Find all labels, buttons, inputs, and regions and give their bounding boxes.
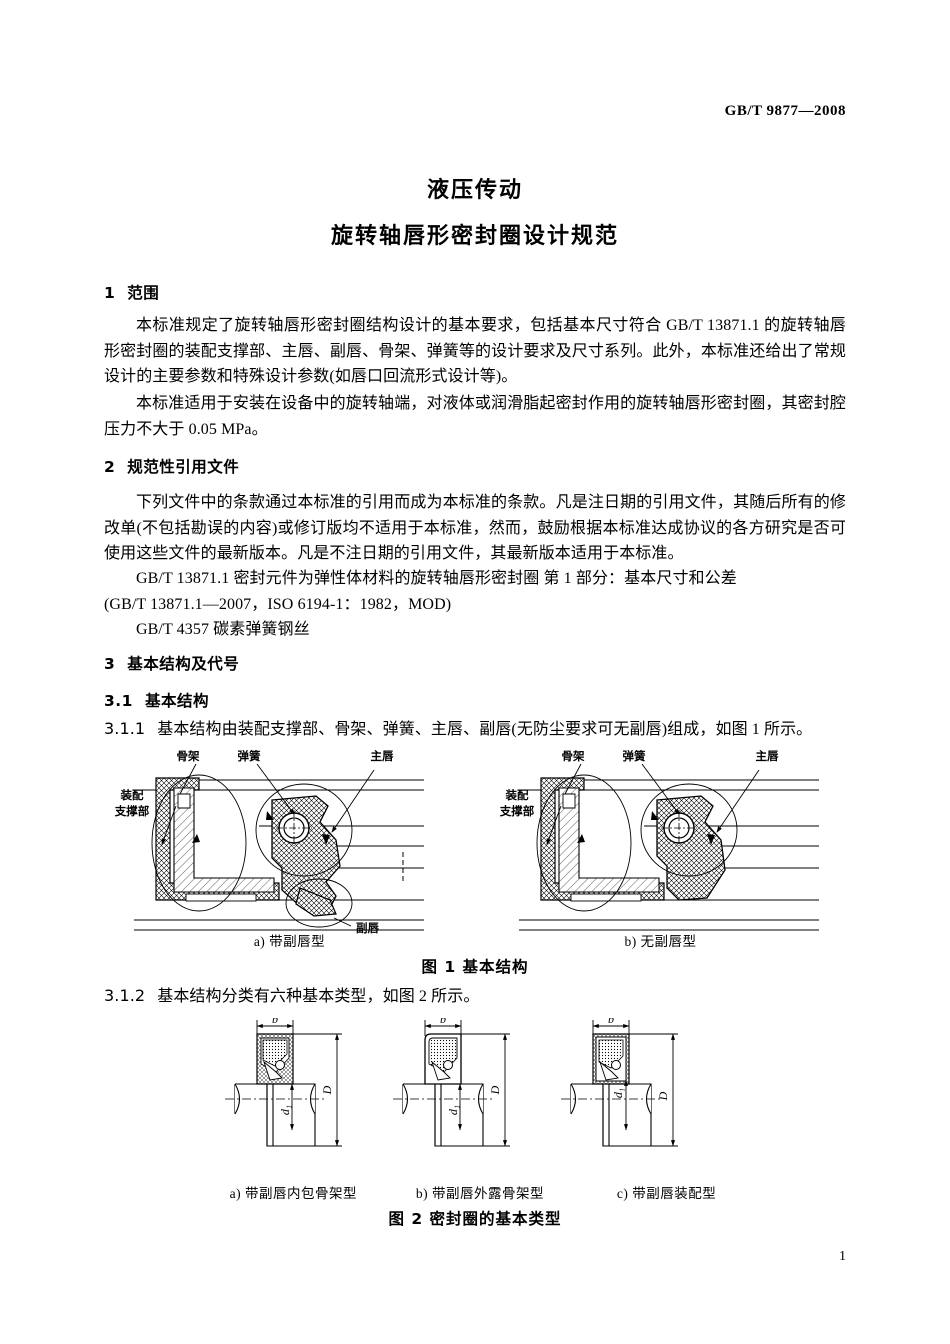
section-1-para-2-wrap: 本标准适用于安装在设备中的旋转轴端，对液体或润滑脂起密封作用的旋转轴唇形密封圈，… <box>104 391 846 442</box>
figure-1a-label-aux-lip: 副唇 <box>356 921 379 935</box>
section-3-heading: 3 基本结构及代号 <box>104 652 846 674</box>
document-title: 液压传动 旋转轴唇形密封圈设计规范 <box>0 172 950 250</box>
figure-2c-dim-d1: d₁ <box>611 1088 625 1098</box>
section-3: 3 基本结构及代号 <box>104 652 846 674</box>
figure-2a-dim-D: D <box>320 1085 334 1095</box>
section-2-para-1-wrap: 下列文件中的条款通过本标准的引用而成为本标准的条款。凡是注日期的引用文件，其随后… <box>104 490 846 567</box>
figure-1a-label-spring: 弹簧 <box>238 749 261 763</box>
figure-1-subcaption-b: b) 无副唇型 <box>624 934 697 949</box>
figure-2a-dim-b: b <box>272 1018 278 1026</box>
figure-2-subcaption-a: a) 带副唇内包骨架型 <box>229 1186 357 1201</box>
subsection-3-1-2: 3.1.2 基本结构分类有六种基本类型，如图 2 所示。 <box>104 983 846 1010</box>
reference-item-2: GB/T 4357 碳素弹簧钢丝 <box>104 617 846 643</box>
section-2-number: 2 <box>104 458 116 476</box>
figure-2a-group: b d₁ <box>225 1012 342 1147</box>
section-2: 2 规范性引用文件 <box>104 455 846 477</box>
figure-1-subcaption-a: a) 带副唇型 <box>253 934 326 949</box>
section-1-para-2: 本标准适用于安装在设备中的旋转轴端，对液体或润滑脂起密封作用的旋转轴唇形密封圈，… <box>104 395 846 438</box>
figure-1b-label-support-2: 支撑部 <box>499 804 535 818</box>
figure-2c-dim-D: D <box>656 1091 670 1101</box>
subsection-3-1-number: 3.1 <box>104 692 133 710</box>
page-number: 1 <box>839 1249 846 1264</box>
figure-2b-group: b d₁ <box>393 1012 510 1147</box>
title-line-1: 液压传动 <box>426 178 523 203</box>
subsection-3-1-1: 3.1.1 基本结构由装配支撑部、骨架、弹簧、主唇、副唇(无防尘要求可无副唇)组成… <box>104 716 846 743</box>
figure-1b-group: 骨架 弹簧 主唇 装配 支撑部 <box>499 749 819 931</box>
figure-1a-label-frame: 骨架 <box>177 749 200 763</box>
figure-2c-group: b d₁ <box>561 1012 678 1147</box>
section-2-title: 规范性引用文件 <box>127 458 240 476</box>
page-header: GB/T 9877—2008 <box>724 103 846 119</box>
section-1-heading: 1 范围 <box>104 281 846 303</box>
figure-1-drawing: 骨架 弹簧 主唇 装配 支撑部 副唇 <box>114 749 819 935</box>
section-1-title: 范围 <box>127 284 160 302</box>
figure-2-drawing: b d₁ <box>225 1012 678 1147</box>
figure-2: b d₁ <box>220 1012 740 1183</box>
figure-2-caption: 图 2 密封圈的基本类型 <box>388 1210 562 1228</box>
section-3-number: 3 <box>104 655 116 673</box>
section-1-para-1-wrap: 本标准规定了旋转轴唇形密封圈结构设计的基本要求，包括基本尺寸符合 GB/T 13… <box>104 313 846 390</box>
subsection-3-1-2-text: 3.1.2 基本结构分类有六种基本类型，如图 2 所示。 <box>104 983 846 1010</box>
section-2-heading: 2 规范性引用文件 <box>104 455 846 477</box>
reference-item-1: GB/T 13871.1 密封元件为弹性体材料的旋转轴唇形密封圈 第 1 部分：… <box>104 566 846 617</box>
figure-1a-label-support-1: 装配 <box>120 788 144 802</box>
section-1-number: 1 <box>104 284 116 302</box>
figure-2b-dim-b: b <box>440 1018 446 1026</box>
main-lip-body-b <box>656 795 726 901</box>
figure-1: 骨架 弹簧 主唇 装配 支撑部 副唇 <box>104 748 846 948</box>
title-line-2: 旋转轴唇形密封圈设计规范 <box>330 224 619 249</box>
subsection-3-1-1-number: 3.1.1 <box>104 719 146 738</box>
reference-2-line-1: GB/T 4357 碳素弹簧钢丝 <box>136 621 310 638</box>
subsection-3-1-heading: 3.1 基本结构 <box>104 689 846 711</box>
subsection-3-1-1-body: 基本结构由装配支撑部、骨架、弹簧、主唇、副唇(无防尘要求可无副唇)组成，如图 1… <box>157 721 813 738</box>
figure-1a-label-support-2: 支撑部 <box>114 804 150 818</box>
subsection-3-1-title: 基本结构 <box>144 692 209 710</box>
subsection-3-1-2-body: 基本结构分类有六种基本类型，如图 2 所示。 <box>157 988 480 1005</box>
figure-2a-dim-d1: d₁ <box>278 1105 292 1115</box>
reference-1-line-2: (GB/T 13871.1—2007，ISO 6194-1：1982，MOD) <box>104 595 452 613</box>
section-1-para-1: 本标准规定了旋转轴唇形密封圈结构设计的基本要求，包括基本尺寸符合 GB/T 13… <box>104 317 846 385</box>
figure-2c-dim-b: b <box>608 1018 614 1026</box>
figure-2b-dim-D: D <box>488 1085 502 1095</box>
figure-1a-group: 骨架 弹簧 主唇 装配 支撑部 副唇 <box>114 749 424 935</box>
figure-1b-label-frame: 骨架 <box>562 749 585 763</box>
figure-2b-dim-d1: d₁ <box>446 1105 460 1115</box>
subsection-3-1-2-number: 3.1.2 <box>104 986 146 1005</box>
section-3-title: 基本结构及代号 <box>127 655 240 673</box>
figure-1-caption: 图 1 基本结构 <box>421 958 529 976</box>
figure-1b-label-main-lip: 主唇 <box>756 749 779 763</box>
figure-2-subcaption-b: b) 带副唇外露骨架型 <box>415 1186 545 1201</box>
figure-2-subcaption-c: c) 带副唇装配型 <box>616 1186 717 1201</box>
subsection-3-1-1-text: 3.1.1 基本结构由装配支撑部、骨架、弹簧、主唇、副唇(无防尘要求可无副唇)组成… <box>104 716 846 743</box>
reference-1-line-1: GB/T 13871.1 密封元件为弹性体材料的旋转轴唇形密封圈 第 1 部分：… <box>136 570 737 587</box>
figure-2-subcaptions: a) 带副唇内包骨架型 b) 带副唇外露骨架型 c) 带副唇装配型 <box>200 1182 760 1202</box>
figure-1-subcaptions: a) 带副唇型 b) 无副唇型 <box>104 930 846 950</box>
figure-1b-label-spring: 弹簧 <box>623 749 646 763</box>
subsection-3-1: 3.1 基本结构 <box>104 689 846 711</box>
section-1: 1 范围 <box>104 281 846 303</box>
aux-lip-a <box>295 887 337 917</box>
figure-1b-label-support-1: 装配 <box>505 788 529 802</box>
figure-1a-label-main-lip: 主唇 <box>371 749 394 763</box>
section-2-para-1: 下列文件中的条款通过本标准的引用而成为本标准的条款。凡是注日期的引用文件，其随后… <box>104 494 846 562</box>
